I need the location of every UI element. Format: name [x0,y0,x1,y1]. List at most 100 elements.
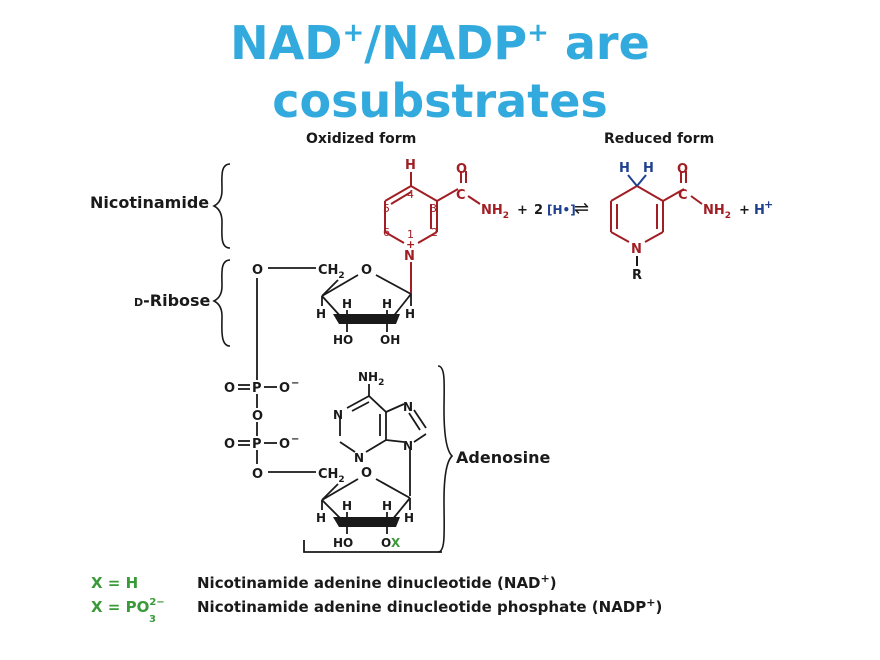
equilibrium-arrow: ⇌ [574,198,589,219]
title-line-2: cosubstrates [272,74,608,128]
reduced-nh-text: NH [703,203,725,218]
oxidized-carbonyl-c: C [456,188,466,203]
p2-o-minus: O [279,437,290,452]
adenine-c8-n9 [413,433,427,443]
ribose-brace [212,259,231,347]
ring-bond-3-carbonyl [436,188,459,202]
lower-ch-sub: 2 [338,475,344,485]
legend-nadp-close: ) [655,598,662,616]
adenine-n9-c4 [385,439,405,443]
oxidized-nh-sub: 2 [503,211,509,221]
reduced-bond-4-3 [636,185,664,202]
lower-c1-c2-bond [391,497,411,521]
phosphorus-1: P [252,381,262,396]
adenine-nh-text: NH [358,370,378,384]
lower-ring-o: O [361,466,372,481]
ring-bond-2-1 [417,231,438,244]
upper-o-c1-bond [375,274,412,295]
adenine-n3: N [354,451,364,465]
reduced-nicotinamide-ring [610,171,703,266]
ring-number-4: 4 [407,188,414,201]
amide-bond [467,195,481,205]
upper-ribose-o-link: O [252,263,263,278]
reduced-h-right: H [643,161,654,176]
upper-ch2-c4-bond [321,279,339,297]
reduced-bond-2-1 [644,231,664,243]
lower-ribose-o-link: O [252,467,263,482]
adenine-c5-n7 [385,403,405,413]
plus-sign-2: + [739,203,750,218]
legend-po-text: X = PO [91,598,149,616]
adenine-n9: N [403,439,413,453]
lower-c4-c3-bond [321,499,343,521]
legend-nad-close: ) [550,574,557,592]
reduced-bond-3-carbonyl [662,188,685,202]
legend-nad-sup: + [541,572,550,585]
coefficient-two: 2 [534,203,543,218]
lower-x-group: X [391,536,401,550]
lower-h-c4: H [316,511,326,525]
adenine-n7: N [403,400,413,414]
reduced-carbonyl-c: C [678,188,688,203]
p1-minus-charge: − [291,378,299,389]
phosphate-backbone [238,278,316,473]
ring-number-2: 2 [431,226,438,239]
proton-h: H [754,203,765,218]
reduced-h-bond-right [636,174,647,187]
oxidized-amide-nh: NH2 [481,203,509,221]
legend-po-subscript: 3 [149,614,156,625]
upper-h-c1: H [405,307,415,321]
adenosine-bracket-bottom [303,540,442,553]
adenosine-brace [437,365,454,553]
adenine-c6-n1 [346,395,370,409]
adenine-n7-c8 [413,409,427,429]
upper-ho-c3: HO [333,333,353,347]
reduced-ring-n: N [631,242,642,257]
oxidized-h-atom: H [405,158,416,173]
title-part-nadp: /NADP [364,16,528,70]
ribose-small-caps-d: D [134,296,143,309]
upper-ring-o: O [361,263,372,278]
oxidized-n-plus: + [406,238,415,251]
lower-ribose-wedge [333,517,400,527]
lower-ch2-c4-bond [321,483,339,501]
lower-o-c1-bond [375,478,411,499]
title-sup-plus-2: + [527,18,549,48]
adenine-c5-c6 [368,395,387,413]
adenine-c2-n3 [339,441,356,453]
adenine-n3-c4 [365,439,387,453]
plus-sign-1: + [517,203,528,218]
upper-ch-text: CH [318,263,338,278]
lower-ch2: CH2 [318,467,345,485]
bridging-oxygen: O [252,409,263,424]
lower-h-c1: H [404,511,414,525]
ring-bond-1-6 [384,231,405,244]
adenine-n1: N [333,408,343,422]
reduced-h-bonds [627,174,647,187]
proton-plus: + [764,198,773,211]
adenine-n7-c8-double [408,412,421,431]
lower-o-c2: O [381,536,391,550]
reduced-carbonyl-o: O [677,162,688,177]
ring-bond-4-3 [410,185,438,202]
title-part-are: are [548,16,650,70]
lower-ribose-ring [303,478,442,553]
oxidized-nh-text: NH [481,203,503,218]
reduced-nh-sub: 2 [725,211,731,221]
legend-nad-text: Nicotinamide adenine dinucleotide (NAD [197,574,541,592]
legend-x-equals-po3: X = PO2− [91,597,165,616]
adenine-c6-n1-double [351,401,370,412]
p2-double-o: O [224,437,235,452]
oxidized-ring-n: N [404,249,415,264]
lower-c4-o-bond [321,478,359,501]
lower-ch-text: CH [318,467,338,482]
reduced-bond-5-4 [610,185,638,202]
legend-nadp-text: Nicotinamide adenine dinucleotide phosph… [197,598,646,616]
nicotinamide-label: Nicotinamide [90,193,209,212]
phosphorus-2: P [252,437,262,452]
adenine-nh-sub: 2 [378,378,384,388]
oxidized-carbonyl-o: O [456,162,467,177]
reduced-h-bond-left [627,174,638,187]
